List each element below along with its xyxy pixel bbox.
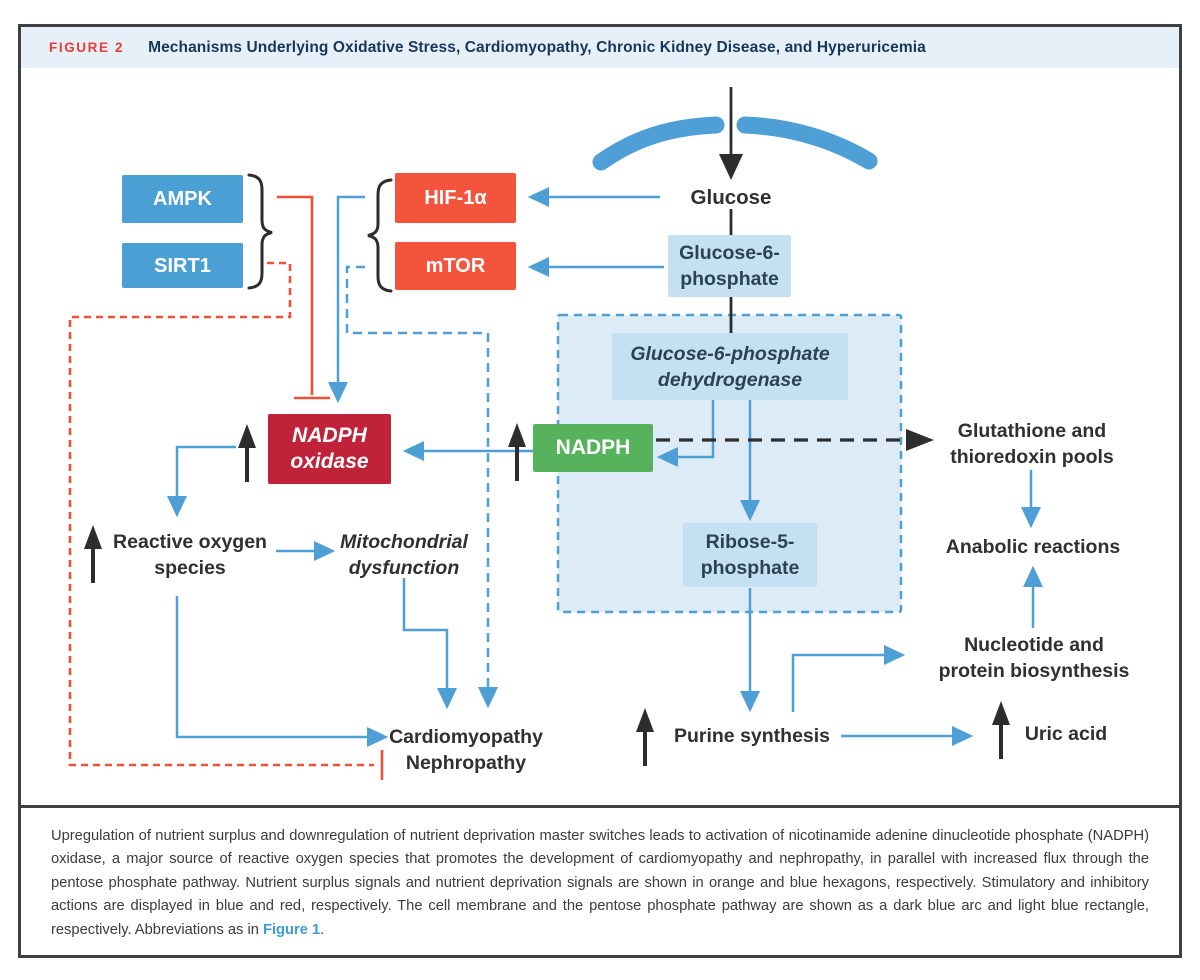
arrow-oxidase-to-ros xyxy=(167,445,236,518)
nadph-oxidase-line1: NADPH xyxy=(292,424,367,447)
r5p-line2: phosphate xyxy=(700,557,800,579)
cardiomyopathy-nephropathy-label: Cardiomyopathy Nephropathy xyxy=(389,724,543,776)
anabolic-reactions-label: Anabolic reactions xyxy=(946,534,1120,560)
arrow-purine-to-nucleotide xyxy=(791,645,906,712)
ampk-box-label: AMPK xyxy=(153,188,212,210)
red-dashed-inhibit-to-cardiomyopathy xyxy=(68,261,384,780)
figure-caption: Upregulation of nutrient surplus and dow… xyxy=(21,805,1179,955)
uric-acid-text: Uric acid xyxy=(1024,723,1108,745)
nucleotide-biosynthesis-label: Nucleotide and protein biosynthesis xyxy=(939,632,1130,684)
nadph-oxidase-line2: oxidase xyxy=(290,450,369,473)
blue-line-hif-to-nadph-oxidase xyxy=(328,195,365,404)
purine-text: Purine synthesis xyxy=(673,725,831,747)
mitochondrial-dysfunction-label: Mitochondrial dysfunction xyxy=(340,529,468,581)
hif1a-box: HIF-1α xyxy=(395,173,516,223)
increase-arrow-uric-acid xyxy=(990,699,1012,761)
arrow-mito-to-cardiomyopathy xyxy=(402,578,457,710)
nadph-box: NADPH xyxy=(533,424,653,472)
sirt1-box-label: SIRT1 xyxy=(154,254,211,277)
figure-title: Mechanisms Underlying Oxidative Stress, … xyxy=(148,38,926,56)
r5p-line1: Ribose-5- xyxy=(705,531,795,553)
mito-line2: dysfunction xyxy=(348,557,460,579)
figure-header: FIGURE 2 Mechanisms Underlying Oxidative… xyxy=(21,27,1179,68)
red-inhibit-to-nadph-oxidase xyxy=(277,195,330,400)
ros-line2: species xyxy=(154,557,226,579)
purine-synthesis-label: Purine synthesis xyxy=(674,723,830,749)
glutathione-pools-label: Glutathione and thioredoxin pools xyxy=(950,418,1114,470)
mito-line1: Mitochondrial xyxy=(340,531,468,553)
ros-line1: Reactive oxygen xyxy=(113,531,267,553)
glucose-label: Glucose xyxy=(691,185,772,211)
hif1a-box-label: HIF-1α xyxy=(424,187,487,209)
glucose-text: Glucose xyxy=(690,186,772,209)
glutathione-line2: thioredoxin pools xyxy=(950,446,1114,468)
g6pd-line1: Glucose-6-phosphate xyxy=(630,342,830,365)
blue-dashed-mtor-to-cardiomyopathy xyxy=(345,265,498,709)
black-dashed-nadph-to-glutathione xyxy=(656,429,934,451)
glutathione-line1: Glutathione and xyxy=(957,420,1107,442)
cardio-line1: Cardiomyopathy xyxy=(389,726,543,748)
g6pd-line2: dehydrogenase xyxy=(657,368,803,391)
mtor-box-label: mTOR xyxy=(425,255,486,277)
glucose-6-phosphate-box: Glucose-6- phosphate xyxy=(668,235,791,297)
g6p-line1: Glucose-6- xyxy=(679,242,780,264)
ribose-5-phosphate-box: Ribose-5- phosphate xyxy=(683,523,817,587)
anabolic-text: Anabolic reactions xyxy=(945,536,1121,558)
arrow-ros-to-cardiomyopathy xyxy=(175,596,389,747)
cardio-line2: Nephropathy xyxy=(405,752,527,774)
ampk-box: AMPK xyxy=(122,175,243,223)
cell-membrane-arc xyxy=(592,116,878,171)
nadph-box-label: NADPH xyxy=(555,436,631,459)
mtor-box: mTOR xyxy=(395,242,516,290)
uric-acid-label: Uric acid xyxy=(1025,721,1107,747)
glucose-entry-arrow xyxy=(719,87,743,180)
ros-label: Reactive oxygen species xyxy=(113,529,267,581)
arrow-g6pd-to-nadph xyxy=(656,400,715,467)
nucleotide-line1: Nucleotide and xyxy=(964,634,1104,656)
g6p-line2: phosphate xyxy=(680,268,779,290)
figure-1-link[interactable]: Figure 1 xyxy=(263,921,321,938)
figure-label: FIGURE 2 xyxy=(49,40,125,55)
sirt1-box: SIRT1 xyxy=(122,243,243,288)
increase-arrow-purine xyxy=(634,706,656,768)
nucleotide-line2: protein biosynthesis xyxy=(938,660,1130,682)
figure-frame: FIGURE 2 Mechanisms Underlying Oxidative… xyxy=(18,24,1182,958)
caption-text: Upregulation of nutrient surplus and dow… xyxy=(51,828,1149,938)
nadph-oxidase-box: NADPH oxidase xyxy=(268,414,391,484)
increase-arrow-nadph-oxidase xyxy=(236,422,258,484)
caption-period: . xyxy=(320,921,325,938)
increase-arrow-ros xyxy=(82,523,104,585)
brace-hif-mtor xyxy=(367,178,393,293)
brace-ampk-sirt1 xyxy=(247,173,273,290)
g6pd-box: Glucose-6-phosphate dehydrogenase xyxy=(612,333,848,400)
